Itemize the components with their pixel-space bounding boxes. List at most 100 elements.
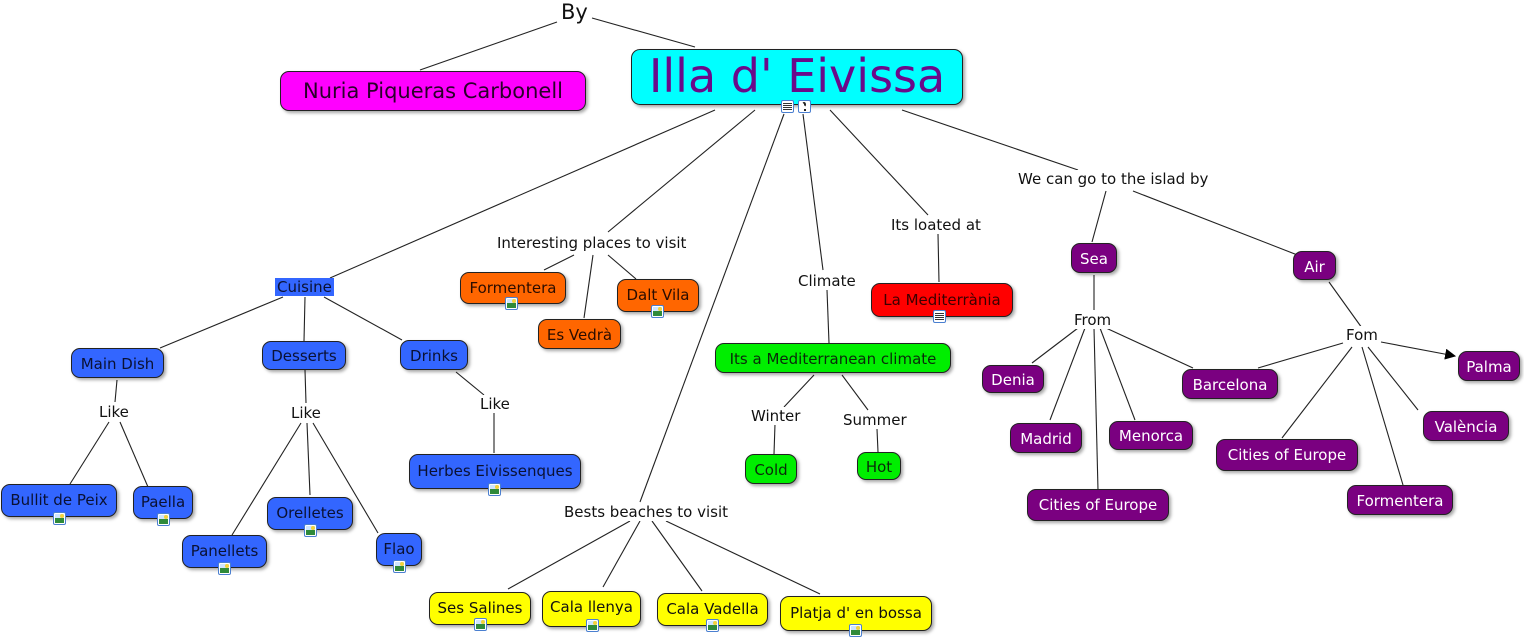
line-cuisine-drinks: [323, 296, 403, 341]
concept-palma[interactable]: Palma: [1458, 351, 1520, 381]
root-node[interactable]: Illa d' Eivissa: [631, 49, 963, 105]
help-resource-icon[interactable]: [798, 100, 811, 113]
line-cuisine-desserts: [303, 296, 306, 342]
concept-platja-den-bossa[interactable]: Platja d' en bossa: [780, 596, 932, 631]
link-label-interesting-places: Interesting places to visit: [496, 234, 688, 252]
concept-barcelona[interactable]: Barcelona: [1182, 369, 1278, 399]
image-resource-icon[interactable]: [505, 297, 518, 310]
concept-herbes-eivissenques[interactable]: Herbes Eivissenques: [409, 454, 581, 489]
line-climate-value: [826, 289, 830, 344]
link-label-located-at: Its loated at: [890, 216, 982, 234]
line-beaches-cala-vadella: [651, 520, 703, 592]
line-main-dish-like: [114, 379, 118, 403]
line-summer-hot: [876, 428, 879, 453]
link-label-go-to-island: We can go to the islad by: [1017, 170, 1210, 188]
concept-la-mediterrania[interactable]: La Mediterrània: [871, 283, 1013, 317]
link-label-by: By: [560, 0, 589, 24]
concept-cities-of-europe-sea[interactable]: Cities of Europe: [1027, 489, 1169, 521]
line-root-location: [829, 109, 929, 216]
line-climate-summer: [841, 374, 869, 411]
line-by-root: [591, 17, 696, 48]
link-label-cuisine: Cuisine: [275, 278, 334, 296]
image-resource-icon[interactable]: [393, 560, 406, 573]
line-cuisine-main-dish: [159, 296, 284, 349]
line-transport-air: [1132, 190, 1301, 257]
line-like-orelletes: [306, 422, 311, 496]
concept-bullit-de-peix[interactable]: Bullit de Peix: [1, 484, 117, 517]
line-by-author: [419, 21, 558, 71]
line-beaches-cala-llenya: [602, 520, 641, 588]
line-climate-winter: [783, 374, 815, 408]
line-root-cuisine: [329, 109, 716, 279]
line-like-paella: [119, 421, 149, 488]
line-from-madrid: [1049, 327, 1086, 421]
concept-desserts[interactable]: Desserts: [262, 341, 346, 370]
line-fom-formentera: [1361, 346, 1404, 486]
image-resource-icon[interactable]: [849, 624, 862, 637]
line-air-fom: [1328, 281, 1363, 329]
concept-drinks[interactable]: Drinks: [400, 340, 468, 370]
line-transport-sea: [1091, 190, 1107, 243]
document-resource-icon[interactable]: [933, 310, 946, 323]
line-located-value: [937, 233, 940, 283]
concept-main-dish[interactable]: Main Dish: [71, 348, 164, 378]
concept-air[interactable]: Air: [1293, 251, 1336, 280]
concept-sea[interactable]: Sea: [1071, 243, 1117, 273]
line-from-cities: [1093, 327, 1099, 491]
image-resource-icon[interactable]: [586, 619, 599, 632]
concept-denia[interactable]: Denia: [982, 365, 1044, 393]
line-fom-barcelona: [1257, 342, 1344, 369]
line-from-denia: [1031, 327, 1079, 364]
line-root-places: [607, 109, 756, 233]
author-node[interactable]: Nuria Piqueras Carbonell: [280, 71, 586, 111]
concept-menorca[interactable]: Menorca: [1109, 421, 1193, 450]
link-label-climate: Climate: [797, 272, 857, 290]
line-beaches-ses-salines: [507, 520, 631, 590]
image-resource-icon[interactable]: [706, 619, 719, 632]
concept-hot[interactable]: Hot: [857, 452, 901, 480]
arrow-fom-palma: [1380, 341, 1457, 360]
line-drinks-like: [455, 371, 485, 396]
link-label-winter: Winter: [750, 407, 802, 425]
image-resource-icon[interactable]: [218, 562, 231, 575]
line-places-formentera: [543, 254, 575, 271]
concept-mediterranean-climate[interactable]: Its a Mediterranean climate: [715, 343, 951, 373]
line-like-flao: [312, 422, 379, 534]
concept-formentera-air[interactable]: Formentera: [1347, 485, 1453, 515]
image-resource-icon[interactable]: [651, 305, 664, 318]
line-fom-valencia: [1367, 346, 1419, 411]
link-label-like: Like: [98, 403, 130, 421]
line-winter-cold: [773, 423, 776, 455]
line-like-panellets: [231, 422, 302, 536]
line-root-transport: [901, 109, 1079, 171]
line-places-es-vedra: [583, 254, 594, 319]
concept-flao[interactable]: Flao: [376, 533, 422, 566]
link-label-best-beaches: Bests beaches to visit: [563, 503, 730, 521]
line-from-menorca: [1099, 327, 1136, 421]
line-like-bullit: [69, 421, 110, 485]
line-from-barcelona: [1105, 327, 1194, 369]
concept-cities-of-europe-air[interactable]: Cities of Europe: [1216, 439, 1358, 471]
line-fom-cities: [1281, 346, 1353, 439]
line-desserts-like: [304, 369, 307, 404]
link-label-like: Like: [290, 404, 322, 422]
line-root-beaches: [639, 113, 785, 503]
link-label-like: Like: [479, 395, 511, 413]
image-resource-icon[interactable]: [157, 513, 170, 526]
concept-panellets[interactable]: Panellets: [182, 535, 267, 568]
concept-madrid[interactable]: Madrid: [1010, 423, 1082, 453]
image-resource-icon[interactable]: [304, 524, 317, 537]
concept-es-vedra[interactable]: Es Vedrà: [538, 319, 621, 349]
image-resource-icon[interactable]: [53, 512, 66, 525]
line-places-dalt-vila: [607, 254, 637, 280]
concept-ses-salines[interactable]: Ses Salines: [429, 592, 531, 625]
image-resource-icon[interactable]: [474, 618, 487, 631]
concept-cold[interactable]: Cold: [745, 454, 797, 484]
link-label-summer: Summer: [842, 411, 908, 429]
concept-valencia[interactable]: València: [1423, 411, 1509, 441]
link-label-from: From: [1073, 311, 1113, 329]
line-beaches-platja: [665, 520, 821, 595]
image-resource-icon[interactable]: [488, 483, 501, 496]
document-resource-icon[interactable]: [781, 100, 794, 113]
